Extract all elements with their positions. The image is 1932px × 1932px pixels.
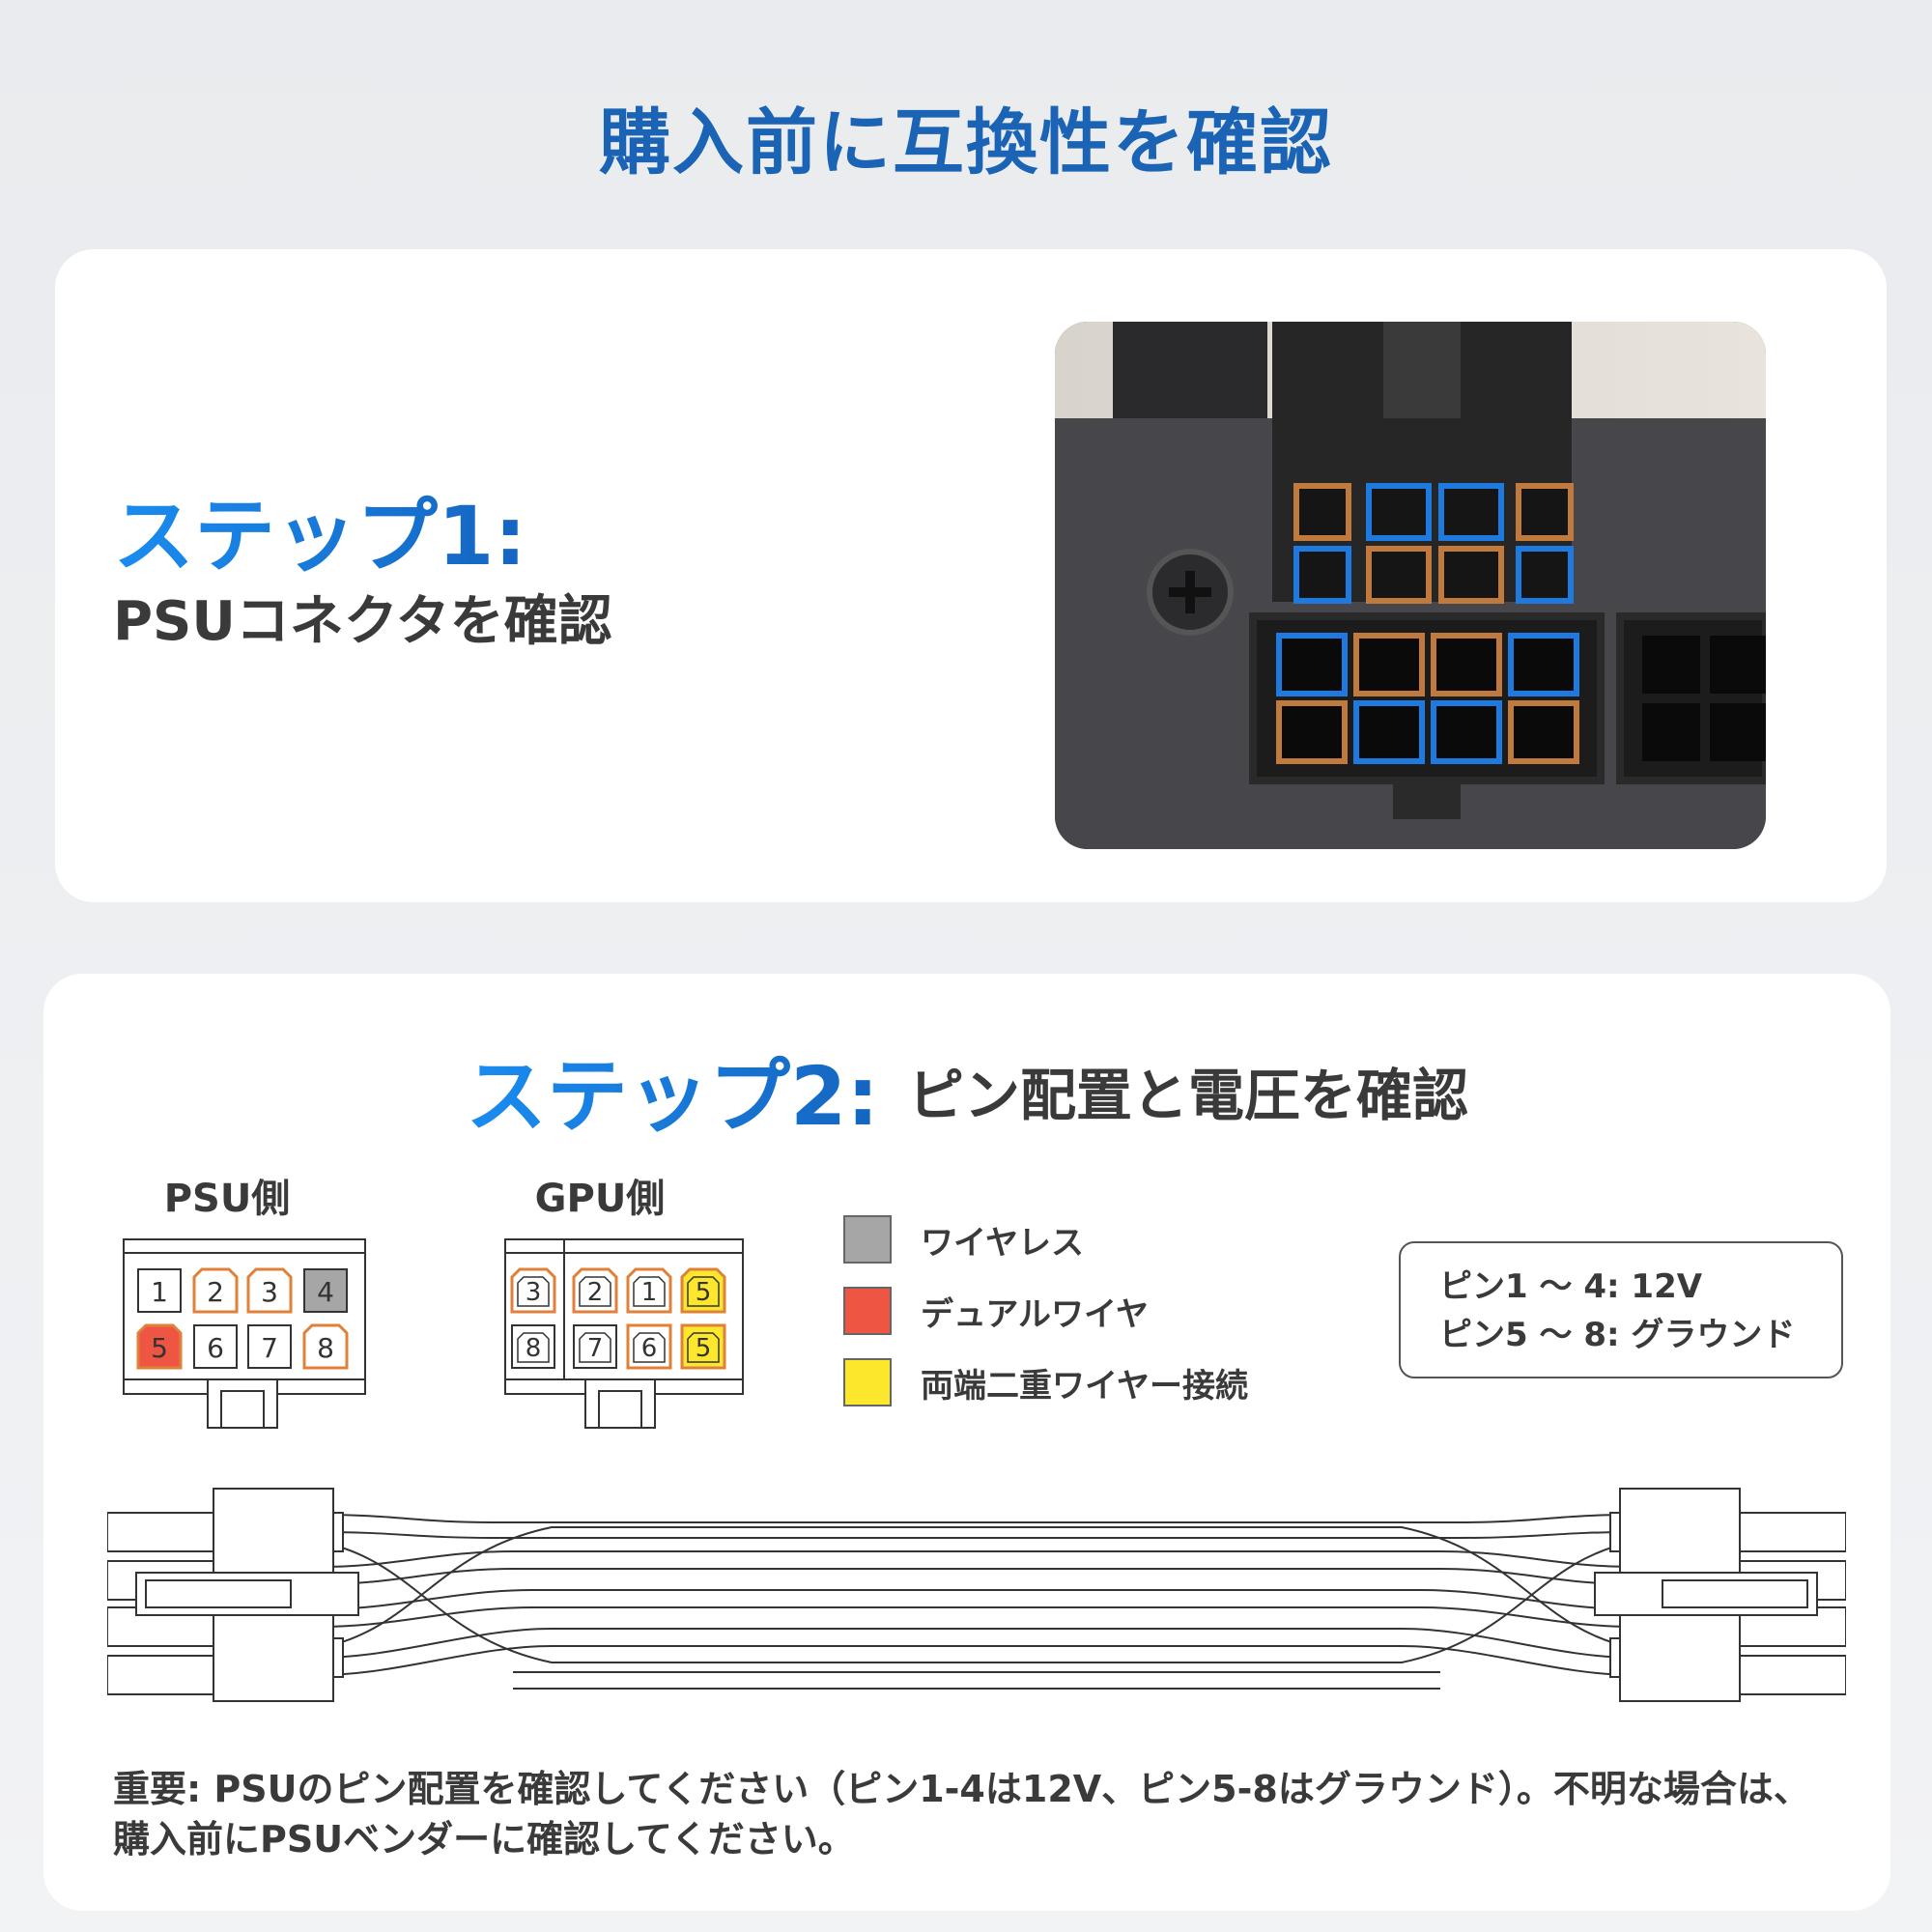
psu-pin-8 bbox=[302, 1323, 349, 1370]
gpu-pin-3 bbox=[510, 1267, 556, 1314]
psu-pin-label: 8 bbox=[317, 1332, 334, 1364]
psu-pin-6 bbox=[193, 1324, 238, 1369]
gpu-pin-label: 6 bbox=[641, 1334, 658, 1363]
psu-connector-photo bbox=[1055, 322, 1766, 849]
cable-diagram bbox=[107, 1488, 1846, 1702]
step2-subtitle: ピン配置と電圧を確認 bbox=[908, 1062, 1469, 1128]
gpu-connector-diagram: 3 2 1 5 8 7 6 5 bbox=[504, 1238, 744, 1429]
psu-pin-7 bbox=[247, 1324, 292, 1369]
legend-swatch-red bbox=[843, 1287, 892, 1335]
step1-label: ステップ1: bbox=[113, 471, 526, 588]
gpu-pin-label: 2 bbox=[587, 1278, 604, 1307]
gpu-pin-label: 3 bbox=[526, 1278, 542, 1307]
gpu-pin-2 bbox=[572, 1267, 618, 1314]
psu-pin-label: 5 bbox=[151, 1332, 168, 1364]
note-line: 購入前にPSUベンダーに確認してください。 bbox=[113, 1818, 855, 1861]
psu-pin-label: 6 bbox=[207, 1332, 224, 1364]
legend-item-double-ended: 両端二重ワイヤー接続 bbox=[843, 1347, 1248, 1418]
voltage-line: ピン5 ～ 8: グラウンド bbox=[1439, 1316, 1796, 1354]
legend-item-wireless: ワイヤレス bbox=[843, 1204, 1248, 1275]
voltage-line: ピン1 ～ 4: 12V bbox=[1439, 1267, 1703, 1306]
gpu-pin-5-top bbox=[680, 1267, 726, 1314]
step1-subtitle: PSUコネクタを確認 bbox=[113, 590, 612, 653]
important-note: 重要: PSUのピン配置を確認してください（ピン1-4は12V、ピン5-8はグラ… bbox=[113, 1764, 1852, 1864]
gpu-pin-label: 5 bbox=[696, 1278, 712, 1307]
gpu-pin-label: 5 bbox=[696, 1334, 712, 1363]
psu-pin-label: 4 bbox=[317, 1276, 334, 1308]
psu-pin-4 bbox=[303, 1268, 348, 1313]
psu-pin-label: 1 bbox=[151, 1276, 168, 1308]
gpu-side-label: GPU側 bbox=[534, 1177, 666, 1221]
main-title: 購入前に互換性を確認 bbox=[599, 101, 1333, 185]
legend-swatch-gray bbox=[843, 1215, 892, 1264]
gpu-pin-label: 7 bbox=[587, 1334, 604, 1363]
step2-label: ステップ2: bbox=[465, 1049, 880, 1144]
legend-item-dual-wire: デュアルワイヤ bbox=[843, 1275, 1248, 1347]
psu-pin-3 bbox=[246, 1267, 293, 1314]
psu-side-label: PSU側 bbox=[163, 1177, 291, 1221]
step1-card: ステップ1: PSUコネクタを確認 bbox=[55, 249, 1887, 902]
gpu-pin-1 bbox=[626, 1267, 672, 1314]
step2-card: ステップ2: ピン配置と電圧を確認 PSU側 GPU側 1 2 3 4 5 6 7… bbox=[43, 974, 1890, 1911]
psu-pin-2 bbox=[192, 1267, 239, 1314]
psu-pin-label: 2 bbox=[207, 1276, 224, 1308]
legend-text: 両端二重ワイヤー接続 bbox=[921, 1366, 1248, 1406]
psu-connector-diagram: 1 2 3 4 5 6 7 8 bbox=[123, 1238, 366, 1429]
psu-pin-label: 7 bbox=[261, 1332, 278, 1364]
legend-swatch-yellow bbox=[843, 1358, 892, 1406]
gpu-pin-label: 1 bbox=[641, 1278, 658, 1307]
step2-header: ステップ2: ピン配置と電圧を確認 bbox=[43, 1032, 1890, 1149]
note-line: 重要: PSUのピン配置を確認してください（ピン1-4は12V、ピン5-8はグラ… bbox=[113, 1768, 1810, 1810]
gpu-pin-label: 8 bbox=[526, 1334, 542, 1363]
psu-pin-5 bbox=[136, 1323, 183, 1370]
psu-pin-label: 3 bbox=[261, 1276, 278, 1308]
voltage-info-box: ピン1 ～ 4: 12V ピン5 ～ 8: グラウンド bbox=[1399, 1241, 1843, 1378]
legend-text: デュアルワイヤ bbox=[921, 1294, 1149, 1334]
psu-pin-1 bbox=[137, 1268, 182, 1313]
legend-text: ワイヤレス bbox=[921, 1223, 1084, 1263]
legend: ワイヤレス デュアルワイヤ 両端二重ワイヤー接続 bbox=[843, 1204, 1248, 1418]
